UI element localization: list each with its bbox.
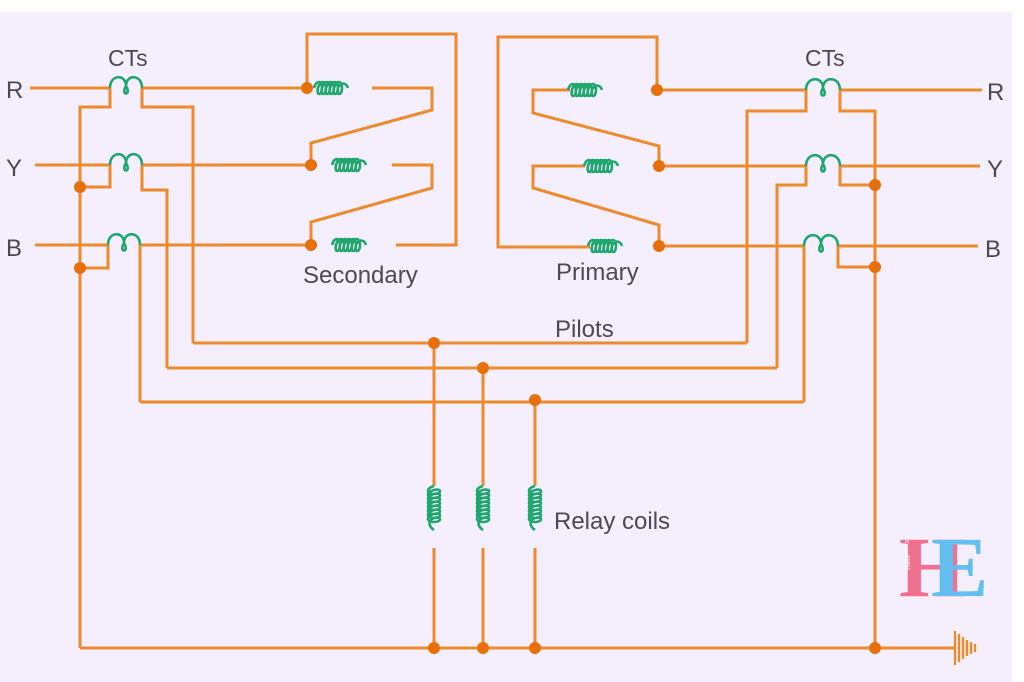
logo-text-engineering: Engineering: [903, 540, 909, 569]
pilot-wires: [140, 341, 804, 404]
junction-dot: [869, 261, 881, 273]
cts-label-right: CTs: [805, 45, 845, 71]
ground-icon: [953, 631, 977, 665]
secondary-winding-r-icon: [312, 80, 350, 96]
primary-windings: [496, 35, 665, 254]
junction-dot: [477, 362, 489, 374]
ct-right-r-icon: [804, 77, 842, 97]
secondary-winding-y-icon: [330, 157, 368, 173]
junction-dot: [869, 179, 881, 191]
relay-coil-1-icon: [426, 484, 442, 532]
junction-dot: [651, 84, 663, 96]
logo: H E Hustle Engineering: [899, 519, 988, 615]
left-cts: [74, 75, 195, 648]
secondary-label: Secondary: [303, 262, 418, 289]
junction-dot: [301, 82, 313, 94]
junction-dot: [653, 160, 665, 172]
ct-right-b-icon: [802, 233, 840, 253]
pilots-label: Pilots: [555, 316, 614, 343]
ground-bus: [80, 631, 977, 665]
junction-dot: [428, 337, 440, 349]
primary-label: Primary: [556, 259, 639, 286]
junction-dot: [305, 159, 317, 171]
junction-dot: [428, 642, 440, 654]
ct-right-y-icon: [804, 153, 842, 173]
junction-dot: [529, 642, 541, 654]
primary-winding-b-icon: [586, 238, 624, 254]
ct-left-r-icon: [108, 75, 144, 95]
junction-dot: [477, 642, 489, 654]
cts-label-left: CTs: [108, 45, 148, 71]
secondary-winding-b-icon: [330, 237, 368, 253]
primary-winding-r-icon: [566, 82, 604, 98]
phase-label-b-right: B: [985, 236, 1001, 263]
junction-dot: [305, 239, 317, 251]
ct-left-b-icon: [106, 232, 142, 252]
phase-label-r-left: R: [6, 77, 23, 104]
junction-dot: [74, 181, 86, 193]
right-cts: [745, 77, 881, 648]
phase-label-r-right: R: [987, 79, 1004, 106]
relay-coils: [426, 337, 543, 648]
logo-text-hustle: Hustle: [906, 554, 912, 570]
ct-left-y-icon: [108, 152, 144, 172]
primary-winding-y-icon: [582, 158, 620, 174]
junction-dot: [529, 394, 541, 406]
relay-coil-3-icon: [527, 484, 543, 532]
phase-label-b-left: B: [6, 235, 22, 262]
phase-label-y-right: Y: [987, 156, 1003, 183]
circuit-diagram: R Y B R Y B CTs CTs Secondary Primary Pi…: [6, 32, 1004, 665]
labels: R Y B R Y B CTs CTs Secondary Primary Pi…: [6, 45, 1004, 535]
secondary-windings: [301, 32, 458, 253]
junction-dot: [653, 240, 665, 252]
junction-dot: [74, 262, 86, 274]
logo-letter-e: E: [931, 519, 988, 615]
relay-coil-2-icon: [475, 484, 491, 532]
logo-letter-h: H: [899, 519, 966, 615]
diagram-canvas: R Y B R Y B CTs CTs Secondary Primary Pi…: [0, 12, 1012, 682]
phase-label-y-left: Y: [6, 155, 22, 182]
relay-coils-label: Relay coils: [554, 508, 670, 535]
junction-dot: [869, 642, 881, 654]
